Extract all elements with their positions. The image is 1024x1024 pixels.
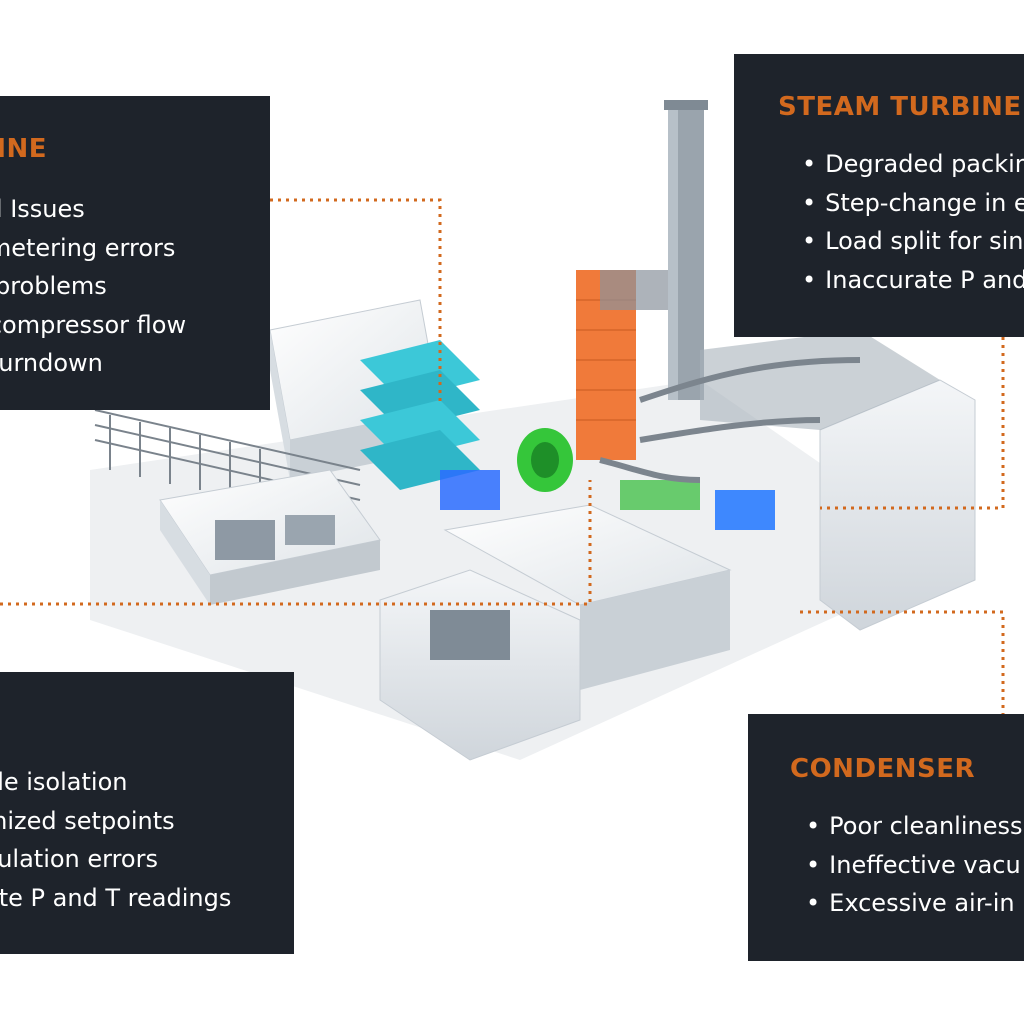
list-item: Poor cleanliness (806, 807, 1022, 846)
list-item: Step-change in e (802, 184, 1024, 223)
steam-turbine-panel: STEAM TURBINE Degraded packin Step-chang… (734, 54, 1024, 337)
list-item: mized setpoints (0, 806, 175, 835)
list-item: ate P and T readings (0, 883, 232, 912)
exhaust-stack (664, 100, 708, 400)
leader-line-steam-turbine (820, 337, 1005, 510)
list-item: Excessive air-in (806, 884, 1023, 923)
leader-line-hrsg (0, 480, 592, 606)
list-item: cle isolation (0, 768, 128, 796)
steam-turbine-list: Degraded packin Step-change in e Load sp… (802, 145, 1024, 299)
leader-lines (0, 198, 1005, 714)
gas-turbine-list: nal Issues v metering errors ol problems… (0, 190, 186, 383)
list-item: nal Issues (0, 195, 85, 223)
pipework (599, 357, 861, 483)
condenser-title: CONDENSER (790, 754, 976, 784)
central-building (379, 504, 732, 761)
list-item: d compressor flow (0, 310, 187, 339)
steam-turbine-title: STEAM TURBINE (778, 92, 1022, 122)
leader-line-condenser (800, 610, 1005, 714)
list-item: Ineffective vacu (806, 846, 1023, 885)
leader-line-gas-turbine (270, 198, 442, 405)
condenser-panel: CONDENSER Poor cleanliness Ineffective v… (748, 714, 1024, 961)
list-item: ol problems (0, 272, 107, 300)
condenser-list: Poor cleanliness Ineffective vacu Excess… (806, 807, 1023, 923)
auxiliary-building-left (159, 469, 381, 605)
hrsg-panel: cle isolation mized setpoints culation e… (0, 672, 294, 954)
hrsg-list: cle isolation mized setpoints culation e… (0, 763, 231, 917)
list-item: n turndown (0, 349, 103, 377)
steam-turbine-generator (715, 490, 775, 530)
steam-turbine-hall (620, 330, 976, 631)
list-item: v metering errors (0, 233, 176, 262)
list-item: Degraded packin (802, 145, 1024, 184)
list-item: culation errors (0, 845, 158, 873)
gas-turbine-unit (360, 340, 573, 510)
gas-turbine-title: BINE (0, 134, 48, 164)
list-item: Inaccurate P and (802, 261, 1024, 300)
gas-turbine-panel: BINE nal Issues v metering errors ol pro… (0, 96, 270, 410)
list-item: Load split for sin (802, 222, 1024, 261)
